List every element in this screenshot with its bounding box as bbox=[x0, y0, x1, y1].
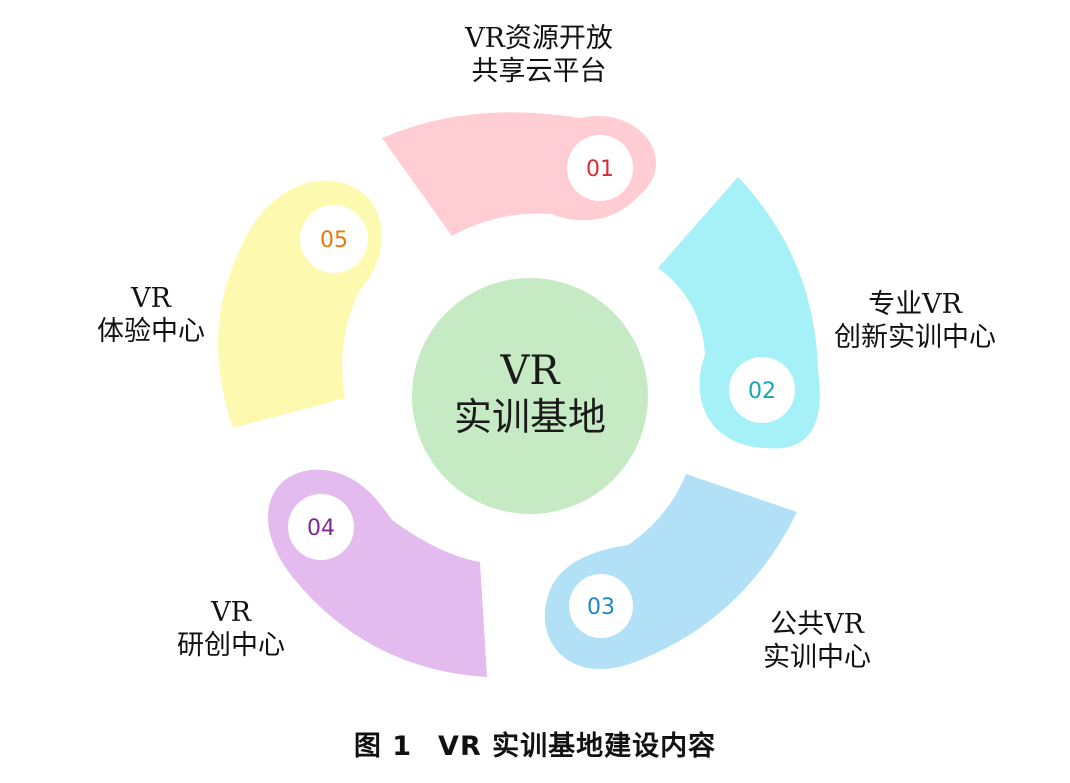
segment-05-label-line-2: 体验中心 bbox=[97, 316, 205, 347]
segment-03-number: 03 bbox=[587, 595, 615, 620]
segment-05: 05 bbox=[218, 180, 382, 428]
segment-01-number: 01 bbox=[586, 157, 614, 182]
segment-05-number: 05 bbox=[320, 228, 348, 253]
segment-02-number-disc bbox=[729, 357, 795, 423]
segment-05-label: VR 体验中心 bbox=[86, 282, 216, 348]
center-label-line-2: 实训基地 bbox=[453, 395, 606, 439]
segment-01-label: VR资源开放 共享云平台 bbox=[454, 22, 624, 88]
segment-01-label-line-2: 共享云平台 bbox=[471, 56, 607, 87]
segment-04-number: 04 bbox=[307, 516, 335, 541]
segment-04-label-line-1: VR bbox=[211, 597, 251, 628]
segment-03-label-line-2: 实训中心 bbox=[763, 642, 871, 673]
segment-03-label: 公共VR 实训中心 bbox=[752, 608, 882, 674]
segment-04-label-line-2: 研创中心 bbox=[177, 630, 285, 661]
segment-03-label-line-1: 公共VR bbox=[770, 609, 864, 640]
segment-02-label: 专业VR 创新实训中心 bbox=[820, 288, 1010, 354]
segment-04-number-disc bbox=[288, 494, 354, 560]
segment-03: 03 bbox=[544, 474, 797, 670]
segment-02-label-line-1: 专业VR bbox=[868, 289, 962, 320]
segment-02: 02 bbox=[658, 177, 820, 449]
figure-caption: 图 1 VR 实训基地建设内容 bbox=[0, 724, 1070, 763]
segment-04-shape bbox=[268, 469, 487, 677]
center-label-line-1: VR bbox=[500, 348, 560, 394]
segment-01-label-line-1: VR资源开放 bbox=[465, 23, 613, 54]
segment-02-number: 02 bbox=[748, 379, 776, 404]
figure-number: 图 1 bbox=[353, 731, 413, 762]
figure-title: VR 实训基地建设内容 bbox=[438, 731, 717, 762]
center-circle bbox=[412, 278, 648, 514]
center-label: VR 实训基地 bbox=[412, 348, 648, 440]
segment-04-label: VR 研创中心 bbox=[166, 596, 296, 662]
segment-02-label-line-2: 创新实训中心 bbox=[834, 322, 996, 353]
segment-05-label-line-1: VR bbox=[131, 283, 171, 314]
segment-03-number-disc bbox=[569, 574, 633, 638]
segment-01-number-disc bbox=[567, 135, 633, 201]
segment-05-number-disc bbox=[300, 205, 368, 273]
segment-01: 01 bbox=[382, 112, 657, 236]
segment-04: 04 bbox=[268, 469, 487, 677]
